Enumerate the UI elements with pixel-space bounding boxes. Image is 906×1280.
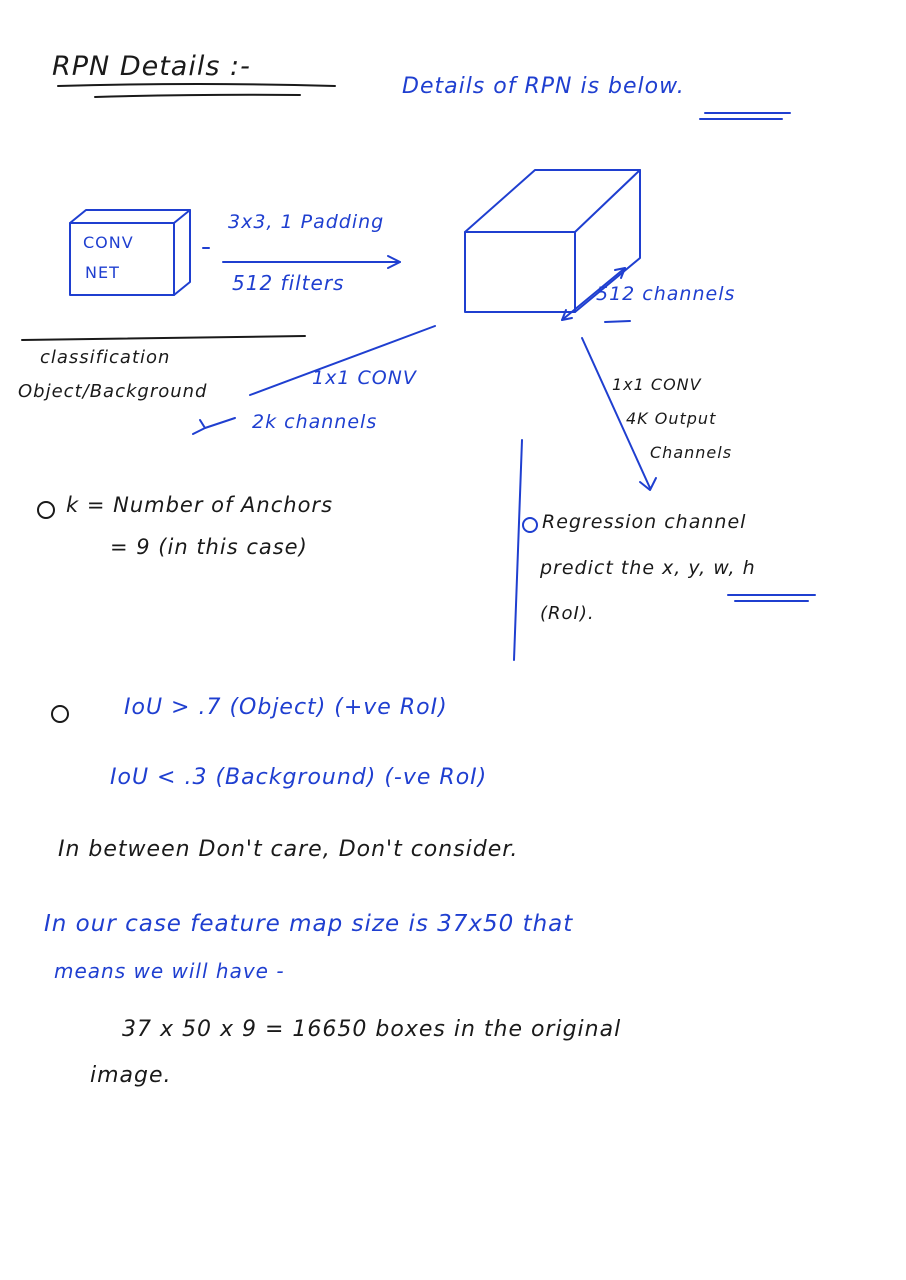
regression-branch-arrow: [581, 337, 651, 489]
reg-channels-label: Channels: [650, 443, 733, 462]
conv-net-box: [69, 222, 175, 296]
classification-label: Object/Background: [18, 381, 208, 402]
conv-box-label: CONV: [83, 233, 134, 252]
iou-low: IoU < .3 (Background) (-ve RoI): [110, 765, 488, 790]
image-word: image.: [90, 1063, 172, 1088]
conv-box-label-2: NET: [85, 263, 120, 282]
reg-conv-label: 1x1 CONV: [612, 375, 702, 394]
section-divider: [21, 335, 306, 341]
k-definition: k = Number of Anchors: [66, 493, 334, 517]
regression-line-2: predict the x, y, w, h: [540, 557, 756, 579]
reg-output-label: 4K Output: [626, 409, 717, 428]
conv-spec-padding: 3x3, 1 Padding: [228, 211, 385, 233]
classification-title: classification: [40, 347, 171, 368]
regression-line-3: (RoI).: [540, 603, 595, 624]
boxes-calculation: 37 x 50 x 9 = 16650 boxes in the origina…: [122, 1017, 622, 1042]
subtitle: Details of RPN is below.: [402, 74, 685, 99]
cube-channels-label: 512 channels: [596, 283, 736, 305]
title-underline: [57, 83, 336, 87]
title-underline-2: [94, 93, 301, 98]
conv-spec-filters: 512 filters: [232, 271, 345, 295]
bullet-icon: [522, 517, 538, 533]
feature-map-cube: [464, 231, 576, 313]
iou-high: IoU > .7 (Object) (+ve RoI): [124, 695, 448, 720]
k-value: = 9 (in this case): [110, 535, 308, 559]
bullet-icon: [37, 501, 55, 519]
classification-branch-line: [249, 325, 436, 396]
page-title: RPN Details :-: [52, 51, 251, 82]
regression-line-1: Regression channel: [542, 511, 747, 533]
feature-line-1: In our case feature map size is 37x50 th…: [44, 911, 574, 937]
cls-conv-label: 1x1 CONV: [312, 367, 417, 389]
cls-channels-label: 2k channels: [252, 411, 378, 433]
feature-line-2: means we will have -: [54, 959, 285, 983]
iou-between: In between Don't care, Don't consider.: [58, 837, 519, 862]
column-divider: [513, 439, 523, 661]
subtitle-underline: [699, 112, 791, 120]
bullet-icon: [51, 705, 69, 723]
